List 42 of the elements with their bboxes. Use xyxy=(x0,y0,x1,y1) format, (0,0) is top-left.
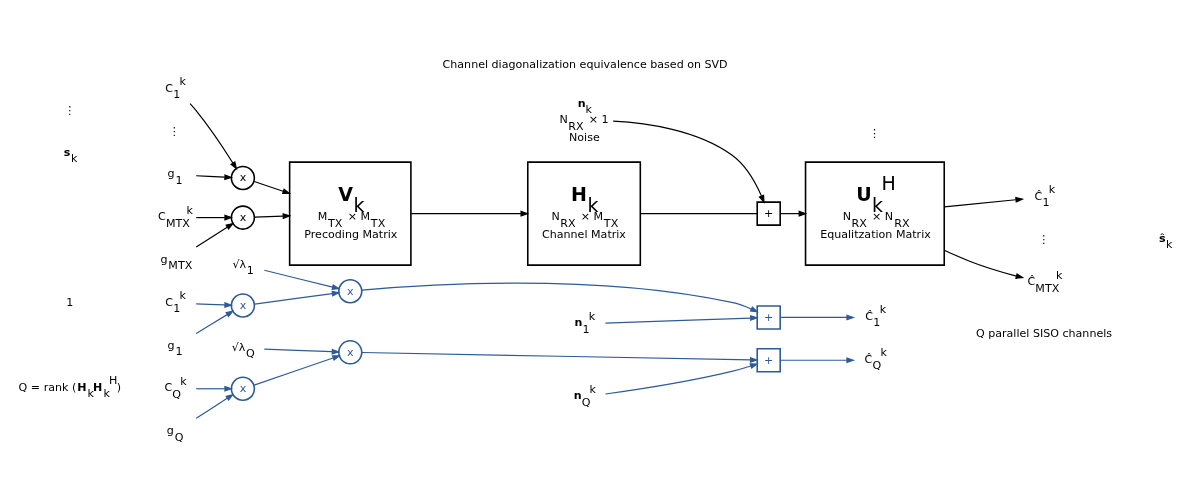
label: Channel diagonalization equivalence based on SVD xyxy=(442,58,728,72)
arrow xyxy=(410,210,530,217)
node-circle: x xyxy=(230,376,256,402)
node-circle: x xyxy=(230,165,256,191)
arrow xyxy=(195,222,235,248)
arrow xyxy=(943,249,1025,279)
connector xyxy=(639,213,758,215)
arrow xyxy=(195,174,234,181)
arrow xyxy=(195,214,234,221)
arrow xyxy=(254,290,341,305)
arrow xyxy=(253,355,341,386)
arrow xyxy=(263,269,341,290)
node-circle: x xyxy=(337,340,363,365)
arrow xyxy=(263,348,341,355)
arrow xyxy=(195,310,235,334)
arrow xyxy=(612,120,765,204)
arrow xyxy=(195,301,234,308)
node-circle: x xyxy=(230,205,256,230)
node-circle: x xyxy=(230,293,256,318)
arrow xyxy=(604,315,759,324)
arrow xyxy=(195,393,235,419)
arrow xyxy=(189,103,238,170)
label: ⋮ xyxy=(868,126,881,140)
arrow xyxy=(361,282,759,313)
label: ⋮ xyxy=(168,124,180,138)
label: ⋮ xyxy=(64,103,76,117)
arrow xyxy=(779,357,856,364)
label: 1 xyxy=(66,296,74,310)
arrow xyxy=(253,180,292,195)
arrow xyxy=(361,351,759,363)
arrow xyxy=(779,210,808,217)
arrow xyxy=(943,196,1025,208)
arrow xyxy=(604,363,759,395)
node-circle: x xyxy=(337,279,363,304)
arrow xyxy=(195,385,234,392)
label: ⋮ xyxy=(1038,232,1050,246)
arrow xyxy=(254,213,292,220)
arrow xyxy=(779,314,856,321)
node-box: + xyxy=(756,305,781,330)
label: Q parallel SISO channels xyxy=(975,327,1113,341)
node-box: + xyxy=(756,201,781,226)
node-box: + xyxy=(756,347,781,373)
